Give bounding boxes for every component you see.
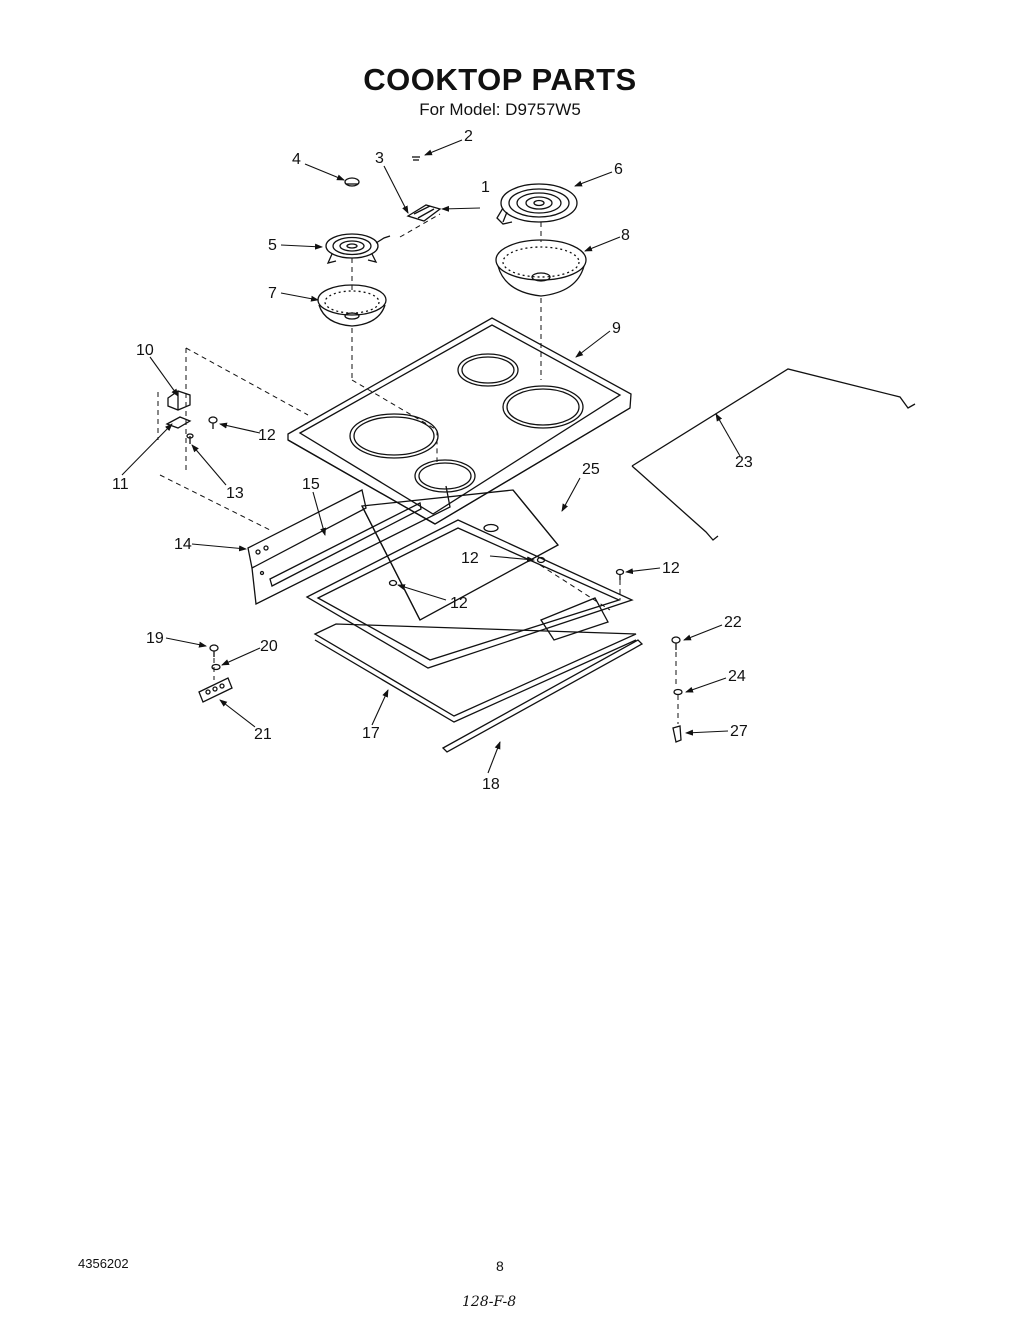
- callout-12-a: 12: [258, 427, 276, 444]
- part-18-trim-strip: [441, 639, 644, 753]
- callout-25: 25: [582, 461, 600, 478]
- callout-11: 11: [112, 476, 129, 493]
- callout-12-c: 12: [662, 560, 680, 577]
- model-subtitle: For Model: D9757W5: [419, 100, 581, 119]
- callout-9: 9: [612, 320, 621, 337]
- callout-1: 1: [481, 179, 490, 196]
- callout-10: 10: [136, 342, 154, 359]
- part-7-small-drip-bowl: [317, 284, 387, 327]
- callout-labels: 1 2 3 4 5 6 7 8 9 10 11 12 12 12 12 13 1…: [112, 128, 753, 793]
- part-11-clip: [165, 416, 192, 429]
- callout-7: 7: [268, 285, 277, 302]
- part-20-washer: [211, 663, 221, 671]
- part-19-screw: [209, 644, 219, 657]
- callout-18: 18: [482, 776, 500, 793]
- callout-2: 2: [464, 128, 473, 145]
- part-1-terminal-block: [406, 204, 442, 222]
- callout-6: 6: [614, 161, 623, 178]
- leader-lines: [121, 139, 741, 774]
- assembly-guides: [157, 213, 679, 724]
- part-2-screw: [412, 156, 420, 161]
- part-24-washer: [673, 688, 683, 696]
- callout-19: 19: [146, 630, 164, 647]
- part-5-small-element: [325, 233, 391, 264]
- callout-13: 13: [226, 485, 244, 502]
- part-22-screw: [671, 636, 681, 650]
- callout-12-b: 12: [461, 550, 479, 567]
- callout-24: 24: [728, 668, 746, 685]
- callout-15: 15: [302, 476, 320, 493]
- part-12-screw-center: [536, 556, 546, 564]
- part-6-large-element: [496, 183, 578, 225]
- callout-12-d: 12: [450, 595, 468, 612]
- callout-23: 23: [735, 454, 753, 471]
- part-27-bracket: [672, 725, 682, 743]
- part-8-large-drip-bowl: [495, 239, 587, 297]
- part-4-clip: [344, 177, 360, 187]
- part-21-terminal-block: [198, 677, 233, 703]
- part-14-front-panel: [247, 485, 451, 605]
- part-13-screw: [186, 433, 194, 444]
- callout-5: 5: [268, 237, 277, 254]
- callout-4: 4: [292, 151, 301, 168]
- callout-21: 21: [254, 726, 272, 743]
- callout-22: 22: [724, 614, 742, 631]
- part-17-bottom-pan: [313, 623, 637, 723]
- part-12-screw-right: [615, 568, 625, 580]
- callout-20: 20: [260, 638, 278, 655]
- handwritten-reference: 128-F-8: [462, 1294, 517, 1310]
- part-10-bracket: [167, 390, 191, 411]
- part-number: 4356202: [78, 1256, 129, 1271]
- page-number: 8: [496, 1258, 504, 1274]
- part-12-screw-left: [208, 416, 218, 429]
- callout-27: 27: [730, 723, 748, 740]
- part-12-screw-lower: [388, 579, 398, 587]
- callout-14: 14: [174, 536, 192, 553]
- callout-8: 8: [621, 227, 630, 244]
- part-23-rod: [631, 368, 916, 541]
- part-25-burner-box: [360, 489, 560, 621]
- page-title: COOKTOP PARTS: [363, 62, 637, 97]
- callout-17: 17: [362, 725, 380, 742]
- part-9-main-cooktop: [287, 317, 632, 525]
- callout-3: 3: [375, 150, 384, 167]
- inner-frame: [305, 519, 634, 669]
